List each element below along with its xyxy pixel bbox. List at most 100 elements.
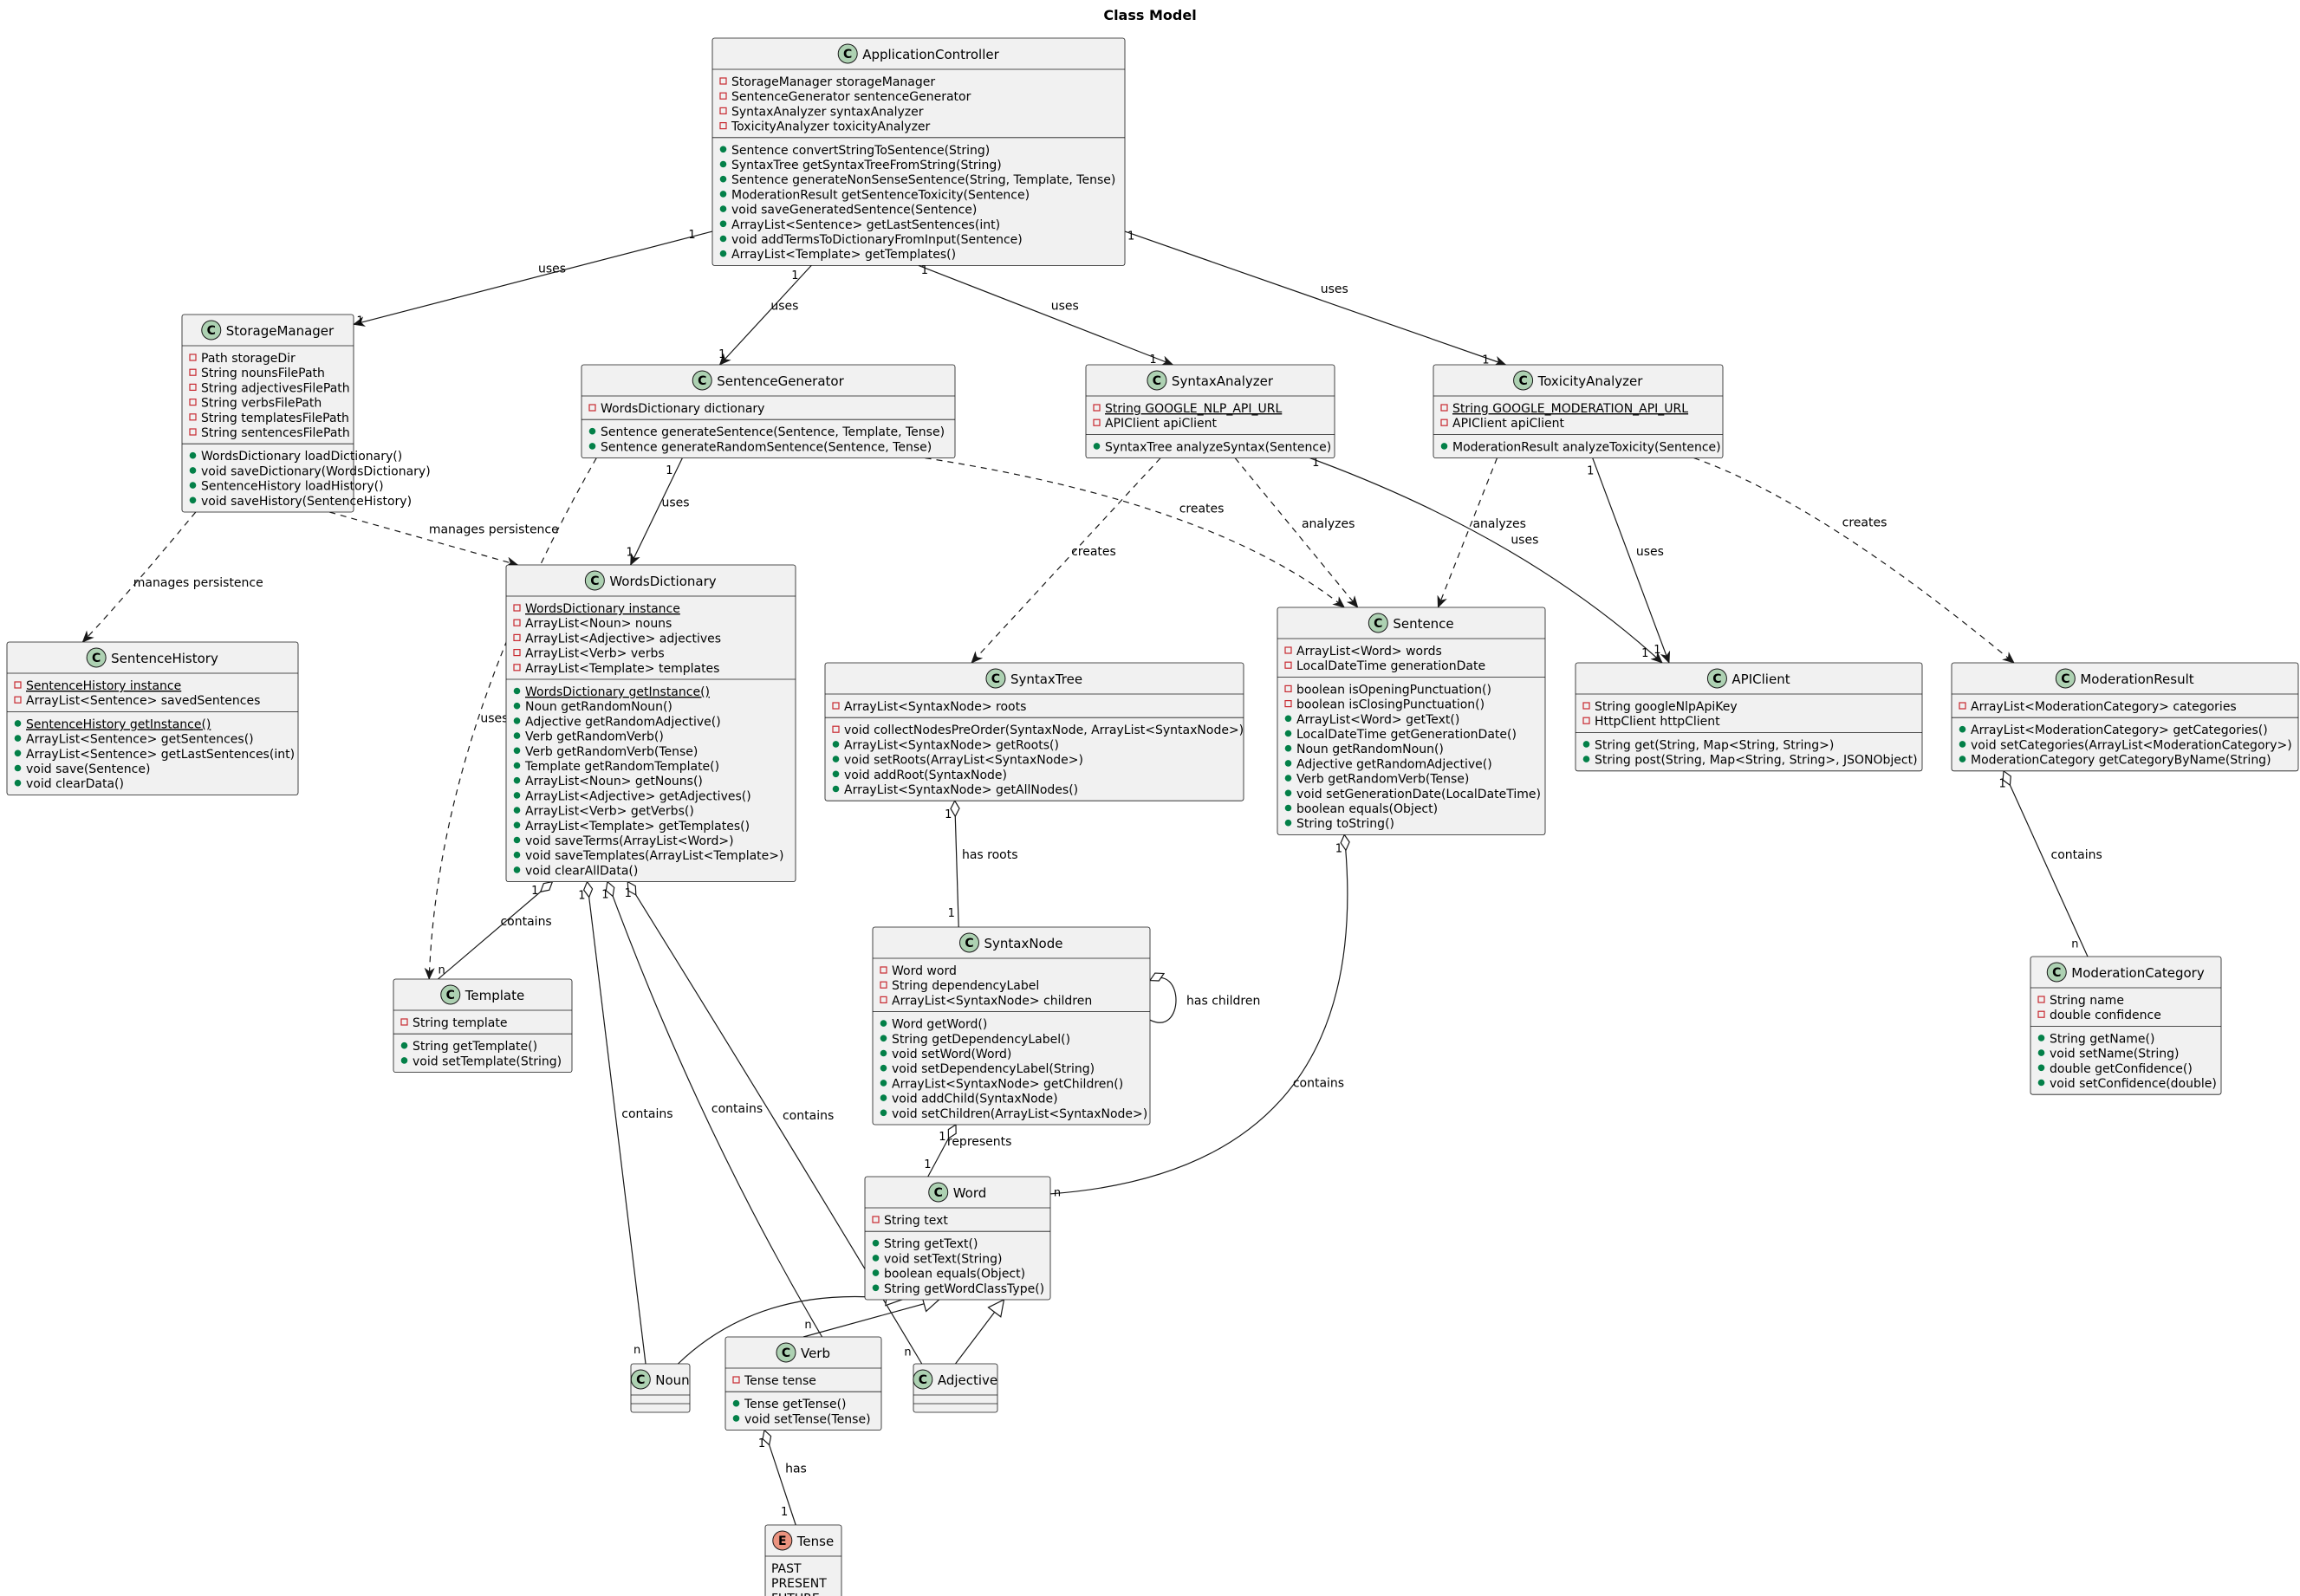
class-member: LocalDateTime getGenerationDate() — [1296, 728, 1517, 742]
public-visibility-icon — [513, 866, 521, 873]
private-visibility-icon — [588, 404, 596, 412]
class-member: ArrayList<ModerationCategory> categories — [1971, 700, 2237, 714]
public-visibility-icon — [189, 496, 197, 504]
class-name: Template — [465, 988, 524, 1003]
class-member: PAST — [771, 1562, 802, 1576]
stereotype-letter: C — [2052, 966, 2061, 980]
private-visibility-icon — [719, 77, 727, 85]
public-visibility-icon — [513, 732, 521, 739]
public-visibility-icon — [1093, 443, 1101, 450]
class-member: PRESENT — [771, 1577, 827, 1591]
multiplicity: 1 — [758, 1437, 765, 1450]
public-visibility-icon — [513, 836, 521, 844]
private-visibility-icon — [2037, 996, 2045, 1003]
class-member: Path storageDir — [201, 352, 296, 366]
class-member: ArrayList<SyntaxNode> children — [892, 994, 1092, 1008]
class-member: StorageManager storageManager — [731, 75, 935, 89]
public-visibility-icon — [513, 687, 521, 695]
public-visibility-icon — [513, 821, 521, 829]
class-member: WordsDictionary getInstance() — [525, 685, 710, 699]
class-name: SentenceGenerator — [717, 373, 844, 389]
class-member: HttpClient httpClient — [1595, 715, 1720, 729]
stereotype-letter: C — [934, 1186, 943, 1200]
private-visibility-icon — [832, 702, 840, 710]
relation-label: contains — [783, 1109, 834, 1123]
class-name: Adjective — [938, 1372, 997, 1388]
class-member: Noun getRandomNoun() — [525, 700, 672, 714]
class-member: ModerationCategory getCategoryByName(Str… — [1971, 754, 2271, 768]
multiplicity: 1 — [1998, 777, 2005, 790]
relation-label: analyzes — [1302, 517, 1355, 531]
relation-label: has roots — [962, 848, 1018, 862]
class-icon — [2055, 668, 2076, 689]
relation-label: uses — [480, 712, 508, 726]
private-visibility-icon — [2037, 1010, 2045, 1018]
public-visibility-icon — [1284, 804, 1292, 812]
class-member: void addTermsToDictionaryFromInput(Sente… — [731, 233, 1023, 247]
class-member: FUTURE — [771, 1592, 820, 1596]
multiplicity: 1 — [626, 547, 633, 560]
class-member: String googleNlpApiKey — [1595, 700, 1738, 714]
class-moderation-result: ModerationResultCArrayList<ModerationCat… — [1951, 662, 2299, 772]
public-visibility-icon — [1284, 744, 1292, 752]
class-member: String getWordClassType() — [884, 1282, 1044, 1296]
relation-label: uses — [661, 496, 689, 509]
private-visibility-icon — [400, 1018, 408, 1026]
class-name: SyntaxTree — [1010, 671, 1082, 687]
public-visibility-icon — [832, 785, 840, 793]
class-member: ArrayList<Noun> nouns — [525, 617, 672, 631]
public-visibility-icon — [2037, 1049, 2045, 1056]
public-visibility-icon — [1284, 715, 1292, 723]
class-icon — [985, 668, 1006, 689]
private-visibility-icon — [189, 413, 197, 421]
relation-edge — [2004, 771, 2089, 957]
relation-label: uses — [770, 300, 798, 314]
private-visibility-icon — [832, 725, 840, 733]
class-name: Noun — [655, 1372, 689, 1388]
class-member: ArrayList<Sentence> getLastSentences(int… — [731, 218, 1000, 232]
class-member: void collectNodesPreOrder(SyntaxNode, Ar… — [844, 723, 1244, 737]
private-visibility-icon — [513, 604, 521, 612]
public-visibility-icon — [513, 717, 521, 724]
public-visibility-icon — [872, 1269, 880, 1276]
public-visibility-icon — [513, 807, 521, 814]
class-member: void addChild(SyntaxNode) — [892, 1093, 1058, 1106]
stereotype-letter: C — [991, 672, 1000, 686]
class-member: void saveGeneratedSentence(Sentence) — [731, 204, 977, 217]
multiplicity: n — [1054, 1187, 1061, 1200]
public-visibility-icon — [732, 1399, 740, 1407]
class-icon — [1706, 668, 1727, 689]
class-name: SyntaxAnalyzer — [1172, 373, 1274, 389]
class-member: Word getWord() — [892, 1018, 987, 1032]
public-visibility-icon — [2037, 1064, 2045, 1072]
class-member: String toString() — [1296, 817, 1394, 831]
relation-label: uses — [1511, 533, 1538, 547]
multiplicity: 1 — [601, 889, 608, 902]
multiplicity: 1 — [666, 464, 672, 477]
private-visibility-icon — [189, 383, 197, 391]
class-member: ModerationResult analyzeToxicity(Sentenc… — [1452, 440, 1721, 454]
relation-edge — [1049, 834, 1348, 1195]
class-icon — [913, 1369, 933, 1390]
relation-label: contains — [621, 1107, 672, 1121]
class-member: Adjective getRandomAdjective() — [525, 715, 721, 729]
class-member: void saveTerms(ArrayList<Word>) — [525, 834, 734, 848]
class-member: boolean isClosingPunctuation() — [1296, 698, 1485, 712]
public-visibility-icon — [1284, 819, 1292, 827]
class-member: LocalDateTime generationDate — [1296, 659, 1485, 673]
private-visibility-icon — [1582, 702, 1590, 710]
public-visibility-icon — [719, 146, 727, 153]
class-member: String getText() — [884, 1237, 978, 1251]
class-icon — [630, 1369, 651, 1390]
public-visibility-icon — [513, 851, 521, 859]
class-member: ArrayList<Sentence> getSentences() — [26, 733, 254, 747]
multiplicity: 1 — [948, 907, 955, 920]
relation-edge — [955, 1300, 1004, 1365]
class-member: ArrayList<Adjective> getAdjectives() — [525, 789, 751, 803]
class-tense: TenseEPASTPRESENTFUTUREUNKNOWN — [764, 1524, 842, 1596]
private-visibility-icon — [880, 981, 887, 989]
class-member: void setTense(Tense) — [744, 1412, 871, 1426]
